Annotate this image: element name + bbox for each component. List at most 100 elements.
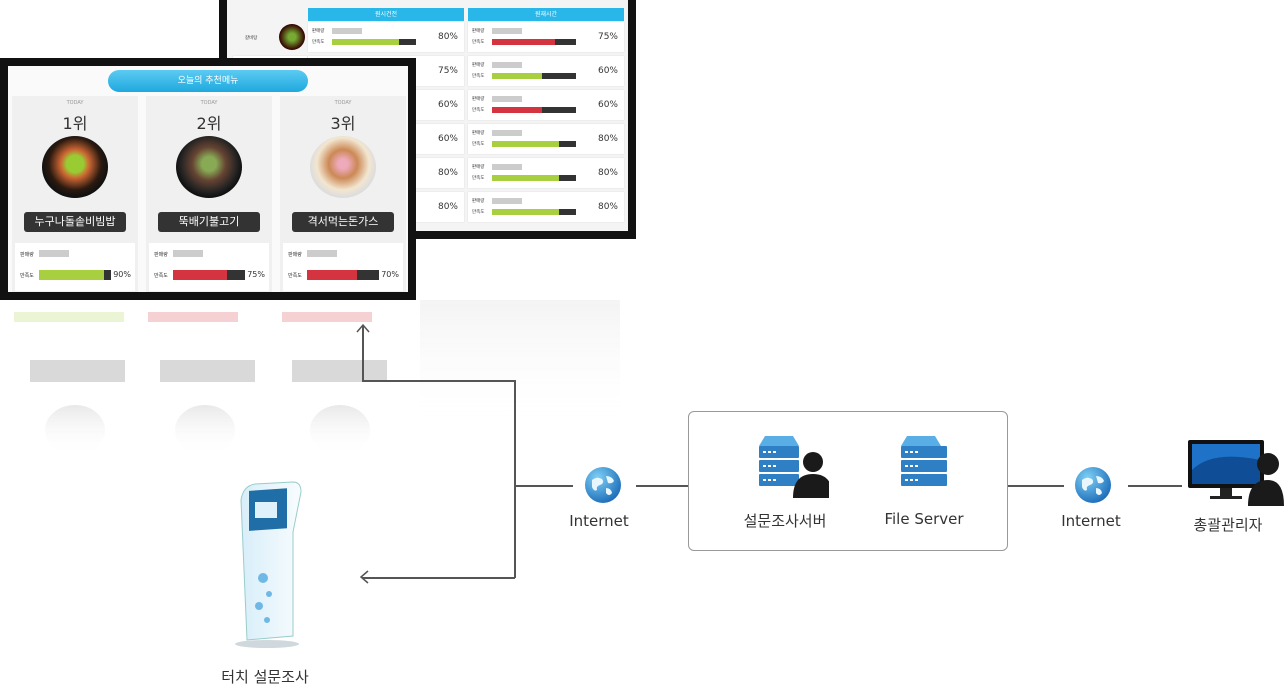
line-internet-admin [1128, 485, 1182, 487]
arrow-left-icon [359, 570, 369, 584]
satisfaction-pct: 75% [437, 66, 458, 76]
dish-image [42, 136, 108, 198]
first-item-thumb [279, 24, 305, 50]
satisfaction-bar [492, 73, 576, 79]
dish-image [176, 136, 242, 198]
sales-label: 판매량 [288, 252, 302, 258]
satisfaction-pct: 80% [437, 168, 458, 178]
rank-label: 2위 [196, 114, 222, 133]
file-server-icon [901, 436, 947, 486]
server-box [688, 411, 1008, 551]
back-screen: 원시건전 원재시간 갈비탕판매량만족도80%판매량만족도75%판매량만족도75%… [227, 0, 628, 231]
kiosk-line-bottom [362, 577, 515, 579]
today-label: TODAY [200, 100, 218, 106]
sales-bar [492, 96, 522, 102]
col1-header: 원시건전 [308, 8, 464, 21]
globe-icon-left [585, 467, 621, 503]
satisfaction-bar [332, 39, 416, 45]
satisfaction-fill [307, 270, 358, 280]
dish-image [310, 136, 376, 198]
dish-name[interactable]: 격서먹는돈가스 [292, 212, 394, 232]
satisfaction-pct: 75% [597, 32, 618, 42]
satisfaction-pct: 80% [437, 202, 458, 212]
sales-bar [492, 198, 522, 204]
sales-label: 판매량 [312, 29, 325, 34]
first-item-label: 갈비탕 [245, 36, 258, 41]
satisfaction-label: 만족도 [472, 210, 485, 215]
file-server-label: File Server [884, 510, 964, 528]
satisfaction-fill [332, 39, 400, 45]
today-label: TODAY [334, 100, 352, 106]
satisfaction-bar [492, 107, 576, 113]
survey-server-icon [759, 436, 829, 498]
satisfaction-label: 만족도 [472, 108, 485, 113]
sales-bar [173, 250, 203, 257]
kiosk-line-up [362, 326, 364, 381]
sales-bar [492, 164, 522, 170]
sales-label: 판매량 [472, 131, 485, 136]
satisfaction-bar [173, 270, 245, 280]
satisfaction-label: 만족도 [154, 273, 168, 279]
kiosk-icon [235, 481, 302, 648]
satisfaction-label: 만족도 [472, 40, 485, 45]
satisfaction-pct: 80% [597, 202, 618, 212]
sales-label: 판매량 [472, 29, 485, 34]
dish-name[interactable]: 뚝배기불고기 [158, 212, 260, 232]
satisfaction-label: 만족도 [472, 176, 485, 181]
kiosk-line-top [362, 380, 515, 382]
sales-bar [492, 130, 522, 136]
satisfaction-label: 만족도 [20, 273, 34, 279]
satisfaction-label: 만족도 [288, 273, 302, 279]
line-internet-server [636, 485, 688, 487]
sales-label: 판매량 [20, 252, 34, 258]
kiosk-label: 터치 설문조사 [221, 668, 309, 686]
line-server-internet [1008, 485, 1064, 487]
sales-bar [307, 250, 337, 257]
satisfaction-fill [492, 209, 560, 215]
satisfaction-fill [492, 107, 543, 113]
satisfaction-bar [39, 270, 111, 280]
sales-bar [332, 28, 362, 34]
satisfaction-label: 만족도 [472, 142, 485, 147]
globe-icon-right [1075, 467, 1111, 503]
satisfaction-label: 만족도 [312, 40, 325, 45]
satisfaction-fill [492, 73, 543, 79]
satisfaction-bar [492, 209, 576, 215]
admin-monitor-icon [1188, 440, 1284, 506]
arrow-up-icon [356, 323, 370, 333]
rank-label: 3위 [330, 114, 356, 133]
satisfaction-pct: 80% [597, 168, 618, 178]
dish-name[interactable]: 누구나돌솥비빔밥 [24, 212, 126, 232]
satisfaction-fill [173, 270, 227, 280]
satisfaction-pct: 60% [437, 134, 458, 144]
satisfaction-fill [39, 270, 104, 280]
satisfaction-bar [492, 39, 576, 45]
reflection [0, 300, 640, 470]
satisfaction-fill [492, 39, 555, 45]
survey-server-label: 설문조사서버 [743, 512, 827, 530]
satisfaction-bar [307, 270, 379, 280]
satisfaction-fill [492, 175, 560, 181]
satisfaction-pct: 60% [437, 100, 458, 110]
sales-label: 판매량 [472, 63, 485, 68]
today-label: TODAY [66, 100, 84, 106]
col2-header: 원재시간 [468, 8, 624, 21]
back-monitor: 원시건전 원재시간 갈비탕판매량만족도80%판매량만족도75%판매량만족도75%… [219, 0, 636, 239]
rank-label: 1위 [62, 114, 88, 133]
satisfaction-pct: 90% [113, 270, 131, 279]
satisfaction-label: 만족도 [472, 74, 485, 79]
satisfaction-fill [492, 141, 560, 147]
sales-bar [492, 28, 522, 34]
